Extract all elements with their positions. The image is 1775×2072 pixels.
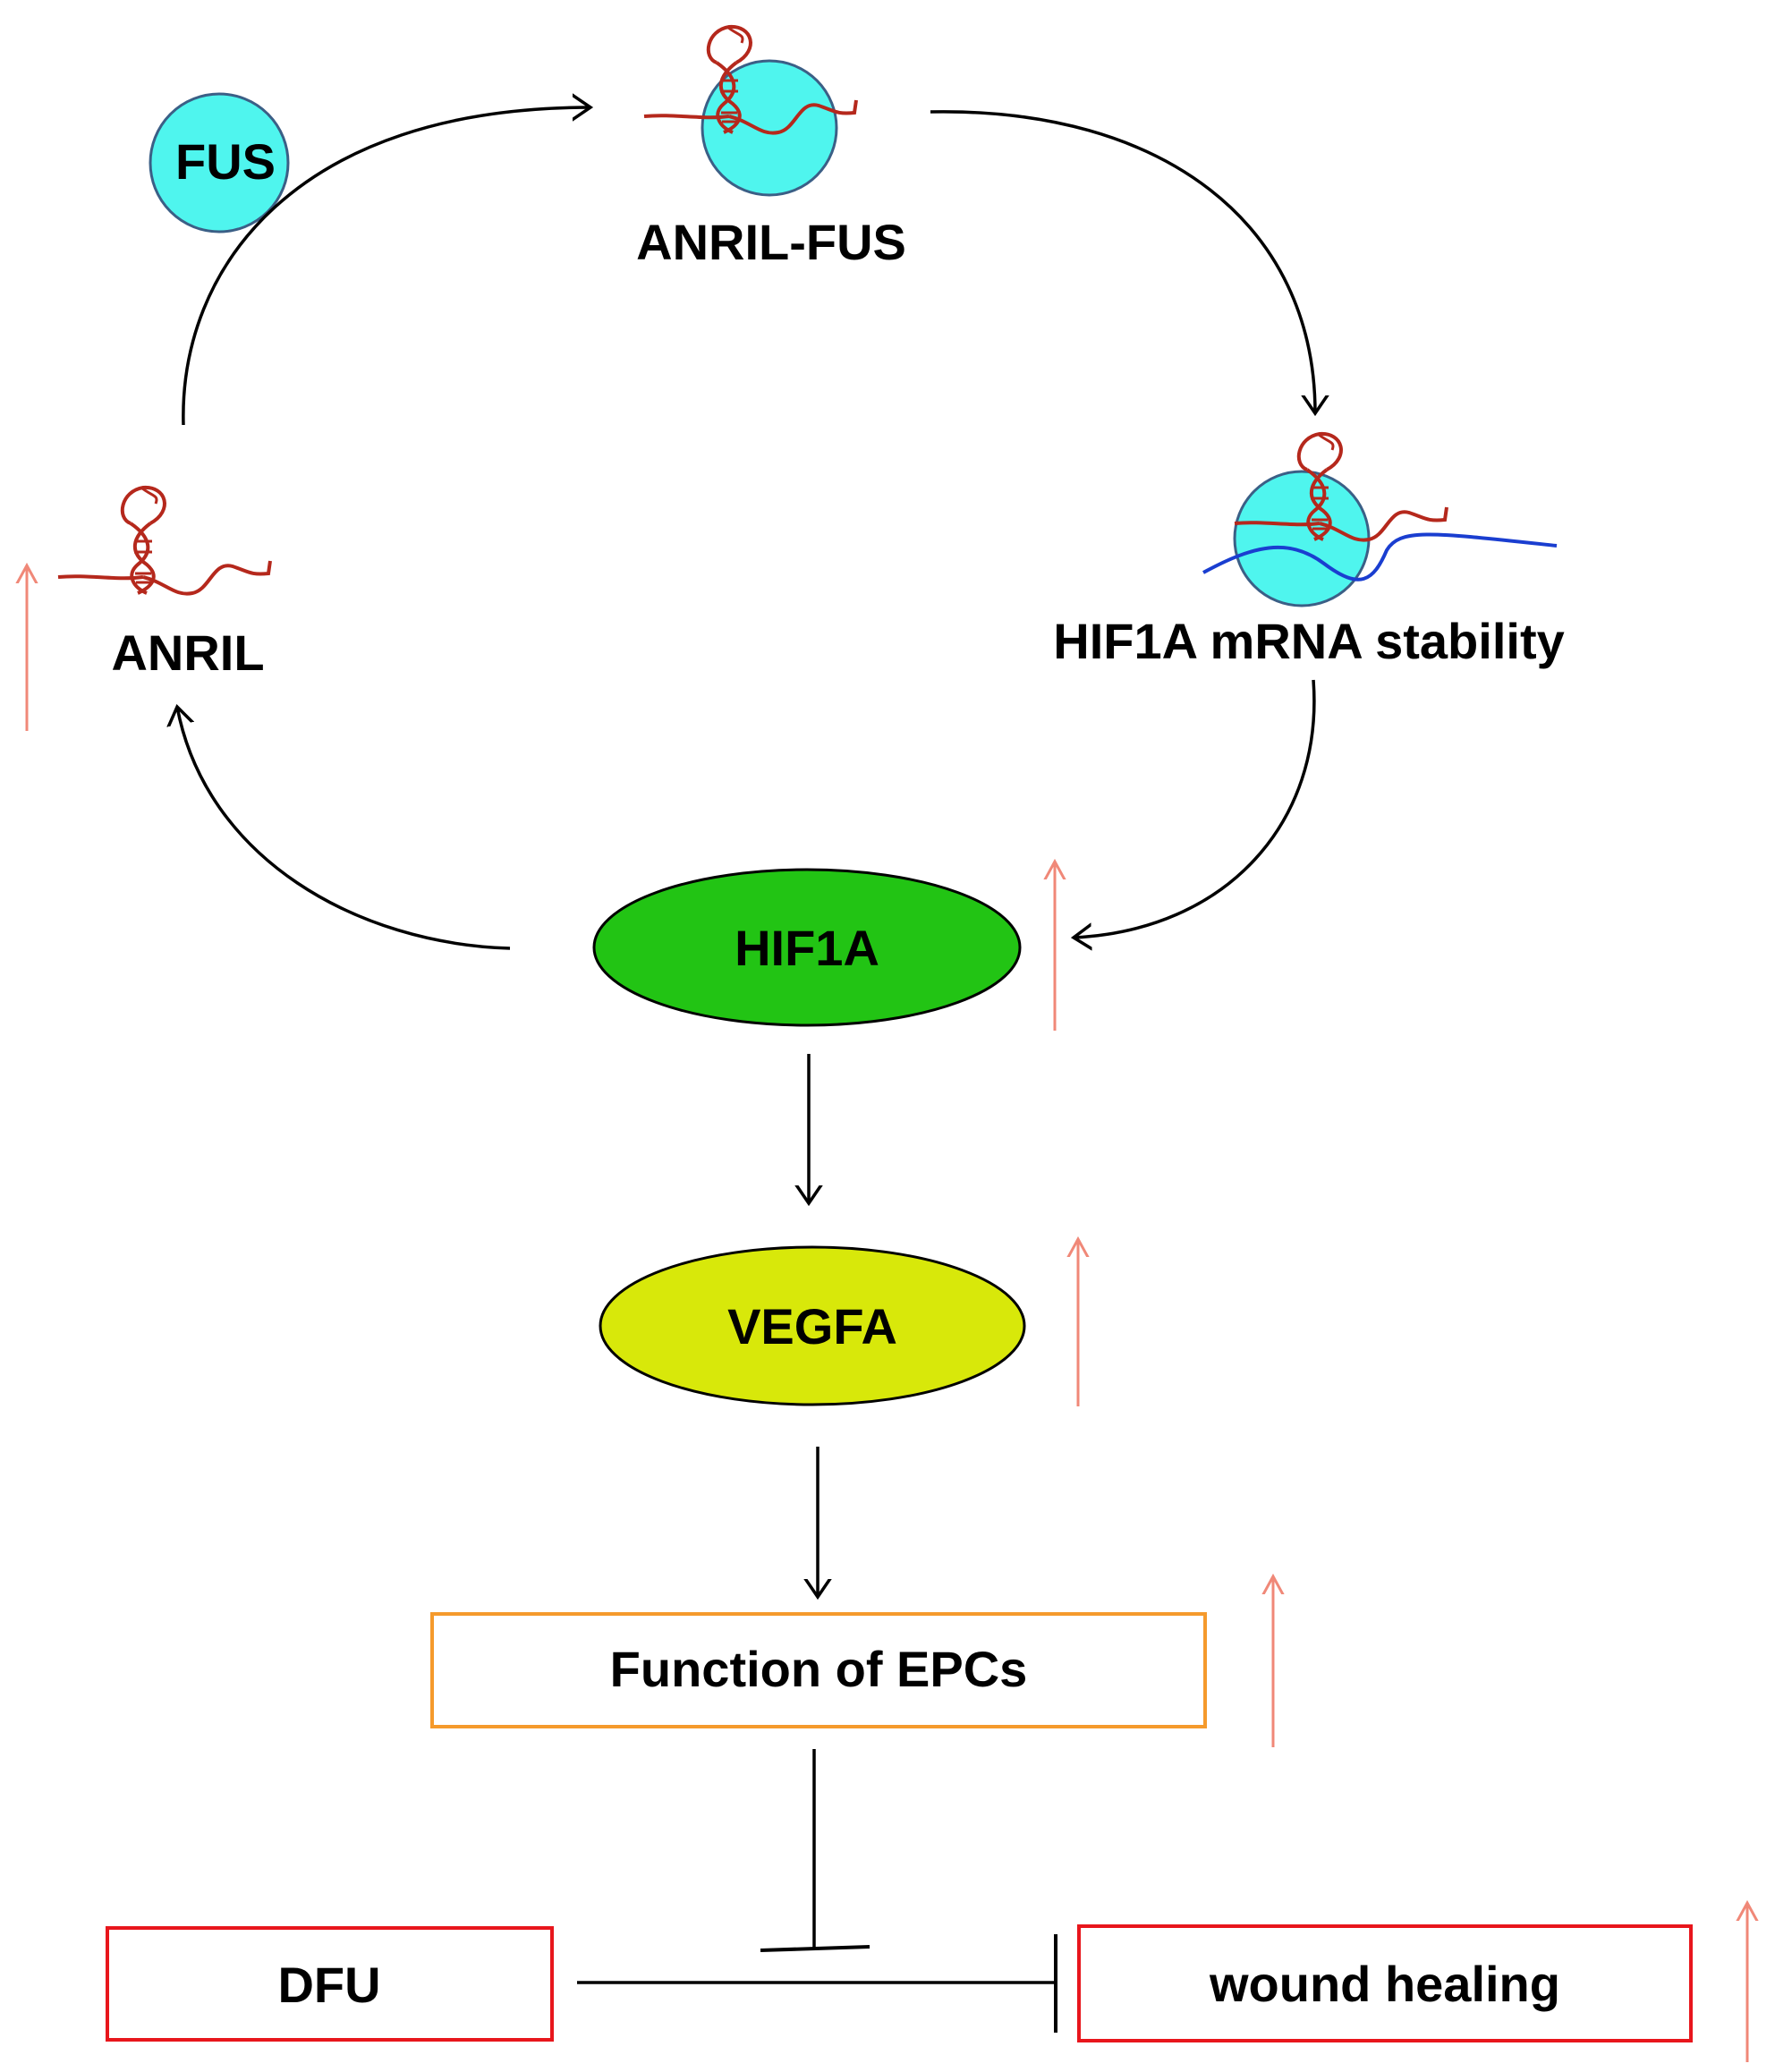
hif1a-mrna-strand (1202, 532, 1558, 582)
hif1a-mrna-stability-node (1202, 431, 1558, 607)
fus-protein-node (149, 92, 290, 234)
epcs-function-box (430, 1612, 1207, 1728)
wound-healing-label: wound healing (1209, 1956, 1560, 2012)
edge-hif1a-mrna-to-hif1a (1074, 679, 1316, 938)
wound-healing-box (1077, 1924, 1693, 2042)
edge-anril-to-anril-fus (182, 107, 590, 426)
lncrna-anril-icon (56, 485, 272, 596)
edge-anril-fus-to-hif1a-mrna (930, 110, 1315, 413)
epcs-function-label: Function of EPCs (610, 1641, 1028, 1697)
vegfa-label: VEGFA (727, 1298, 897, 1354)
edge-hif1a-to-anril (177, 707, 511, 950)
hif1a-node (592, 868, 1022, 1027)
anril-fus-label: ANRIL-FUS (636, 214, 906, 270)
anril-fus-complex-node (642, 24, 858, 197)
vegfa-node (599, 1245, 1026, 1406)
fus-label: FUS (175, 133, 276, 190)
hif1a-mrna-stability-label: HIF1A mRNA stability (1053, 613, 1564, 669)
hif1a-label: HIF1A (735, 920, 879, 976)
inhibition-bar-icon (760, 1945, 871, 1952)
dfu-label: DFU (277, 1957, 380, 2013)
dfu-box (106, 1926, 554, 2042)
anril-label: ANRIL (111, 624, 264, 681)
